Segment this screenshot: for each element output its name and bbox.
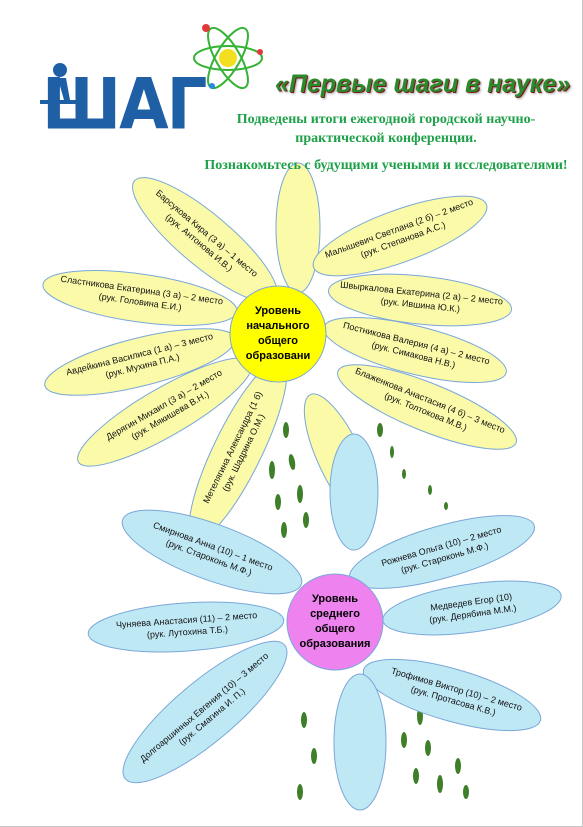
logo-text: ШАГ: [42, 64, 207, 146]
walking-man-icon: [40, 63, 80, 104]
atom-icon: [193, 24, 263, 90]
subtitle-invite: Познакомьтесь с будущими учеными и иссле…: [204, 158, 568, 173]
secondary-flower: [87, 433, 562, 811]
primary-center-label: Уровень начального общего образовани: [245, 305, 311, 362]
secondary-center-label: Уровень среднего общего образования: [299, 593, 371, 650]
page-title: «Первые шаги в науке»: [275, 70, 571, 98]
subtitle: Подведены итоги ежегодной городской науч…: [236, 112, 536, 146]
